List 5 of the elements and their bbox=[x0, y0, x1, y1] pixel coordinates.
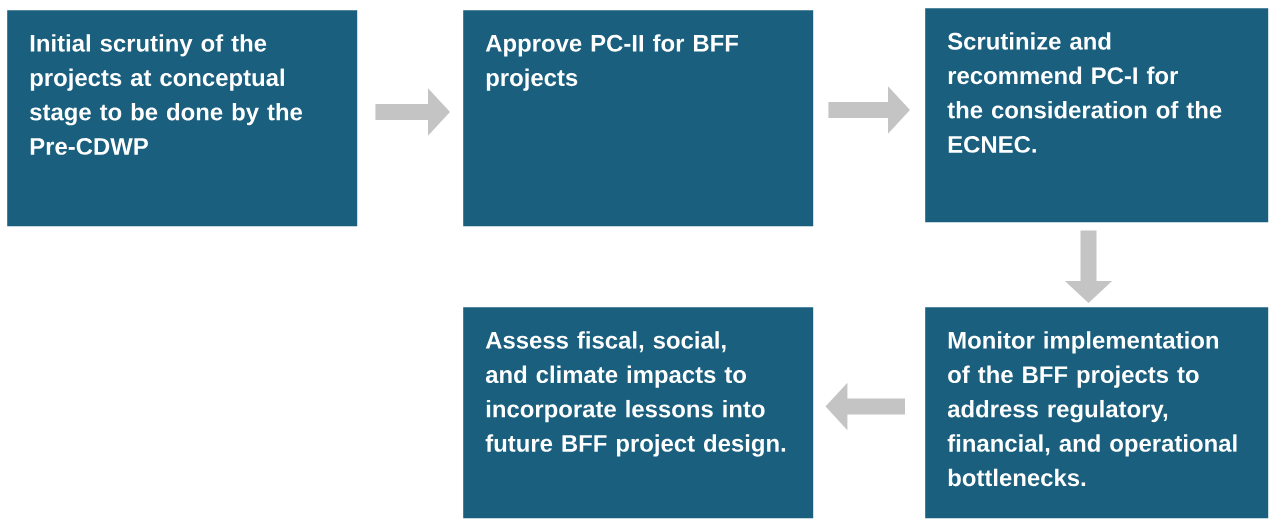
process-box: Assess fiscal, social, and climate impacts to incorporate lessons into future BFF project design. bbox=[463, 307, 814, 519]
process-box: Scrutinize and recommend PC-I for the consideration of the ECNEC. bbox=[925, 8, 1269, 223]
process-box: Approve PC-II for BFF projects bbox=[463, 10, 814, 227]
process-box: Initial scrutiny of the projects at conceptual stage to be done by the Pre-CDWP bbox=[7, 10, 358, 227]
process-box: Monitor implementation of the BFF projects to address regulatory, financial, and operational bottlenecks. bbox=[925, 307, 1269, 519]
